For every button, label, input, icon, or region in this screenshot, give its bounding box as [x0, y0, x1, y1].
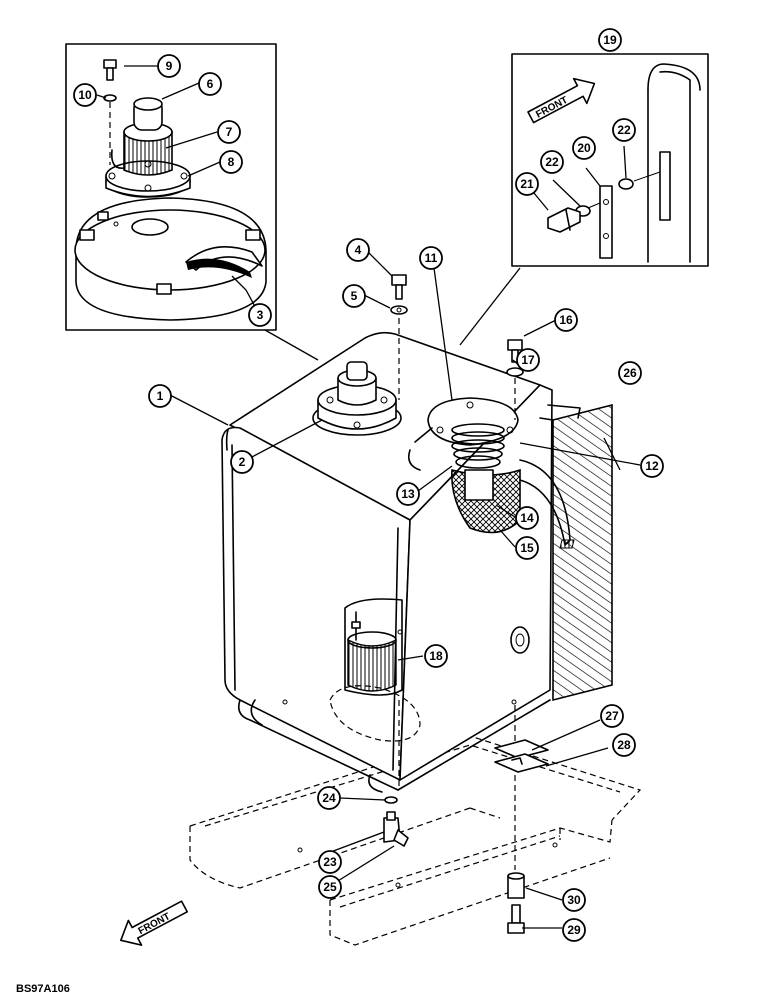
inset-mount-detail: FRONT	[511, 53, 709, 267]
cover-bolt	[390, 274, 408, 790]
svg-text:22: 22	[617, 123, 631, 137]
svg-text:18: 18	[429, 649, 443, 663]
svg-text:1: 1	[157, 389, 164, 403]
callout-29: 29	[562, 918, 586, 942]
svg-text:17: 17	[521, 353, 535, 367]
callout-6: 6	[198, 72, 222, 96]
callout-5: 5	[342, 284, 366, 308]
svg-text:12: 12	[645, 459, 659, 473]
callout-7: 7	[217, 120, 241, 144]
callout-21: 21	[515, 172, 539, 196]
callout-25: 25	[318, 875, 342, 899]
svg-text:22: 22	[545, 155, 559, 169]
filter-spring	[451, 423, 505, 469]
svg-text:5: 5	[351, 289, 358, 303]
inset-filler-detail	[65, 43, 277, 331]
callout-22b: 22	[612, 118, 636, 142]
callout-18: 18	[424, 644, 448, 668]
mounting-bolt-and-spacer	[507, 872, 525, 934]
callout-19: 19	[598, 28, 622, 52]
svg-text:10: 10	[78, 88, 92, 102]
callout-27: 27	[600, 704, 624, 728]
svg-text:9: 9	[166, 59, 173, 73]
callout-24: 24	[317, 786, 341, 810]
callout-2: 2	[230, 450, 254, 474]
callout-11: 11	[419, 246, 443, 270]
callout-12: 12	[640, 454, 664, 478]
callout-17: 17	[516, 348, 540, 372]
svg-text:25: 25	[323, 880, 337, 894]
callout-20: 20	[572, 136, 596, 160]
svg-text:4: 4	[355, 243, 362, 257]
callout-9: 9	[157, 54, 181, 78]
callout-22a: 22	[540, 150, 564, 174]
svg-text:2: 2	[239, 455, 246, 469]
svg-text:26: 26	[623, 366, 637, 380]
svg-text:13: 13	[401, 487, 415, 501]
callout-1: 1	[148, 384, 172, 408]
return-filter-assembly	[407, 397, 575, 549]
svg-text:3: 3	[257, 308, 264, 322]
svg-text:19: 19	[603, 33, 617, 47]
callout-15: 15	[515, 536, 539, 560]
side-panel	[539, 403, 613, 702]
svg-text:28: 28	[617, 738, 631, 752]
callout-4: 4	[346, 238, 370, 262]
hydraulic-tank	[221, 331, 553, 793]
svg-text:14: 14	[520, 511, 534, 525]
mounting-shims	[494, 705, 549, 870]
front-arrow-inset: FRONT	[527, 77, 596, 124]
svg-text:16: 16	[559, 313, 573, 327]
callout-30: 30	[562, 888, 586, 912]
callout-23: 23	[318, 850, 342, 874]
svg-text:15: 15	[520, 541, 534, 555]
svg-text:6: 6	[207, 77, 214, 91]
callout-3: 3	[248, 303, 272, 327]
svg-text:20: 20	[577, 141, 591, 155]
suction-strainer	[344, 598, 403, 696]
drain-valve	[383, 796, 409, 847]
callouts: 1 2 3 4 5 6 7 8 9 10 11 12 13 14 15 16 1…	[73, 28, 664, 942]
svg-text:11: 11	[425, 251, 438, 265]
svg-text:24: 24	[322, 791, 336, 805]
svg-text:30: 30	[567, 893, 581, 907]
callout-26: 26	[618, 361, 642, 385]
figure-code: BS97A106	[16, 983, 70, 995]
callout-16: 16	[554, 308, 578, 332]
svg-text:21: 21	[520, 177, 534, 191]
svg-text:27: 27	[605, 709, 619, 723]
svg-text:7: 7	[226, 125, 233, 139]
svg-text:8: 8	[228, 155, 235, 169]
callout-14: 14	[515, 506, 539, 530]
callout-10: 10	[73, 83, 97, 107]
filler-cap-assembly	[312, 361, 402, 436]
callout-8: 8	[219, 150, 243, 174]
callout-28: 28	[612, 733, 636, 757]
front-arrow: FRONT	[120, 900, 189, 946]
svg-text:23: 23	[323, 855, 337, 869]
callout-13: 13	[396, 482, 420, 506]
svg-text:29: 29	[567, 923, 581, 937]
